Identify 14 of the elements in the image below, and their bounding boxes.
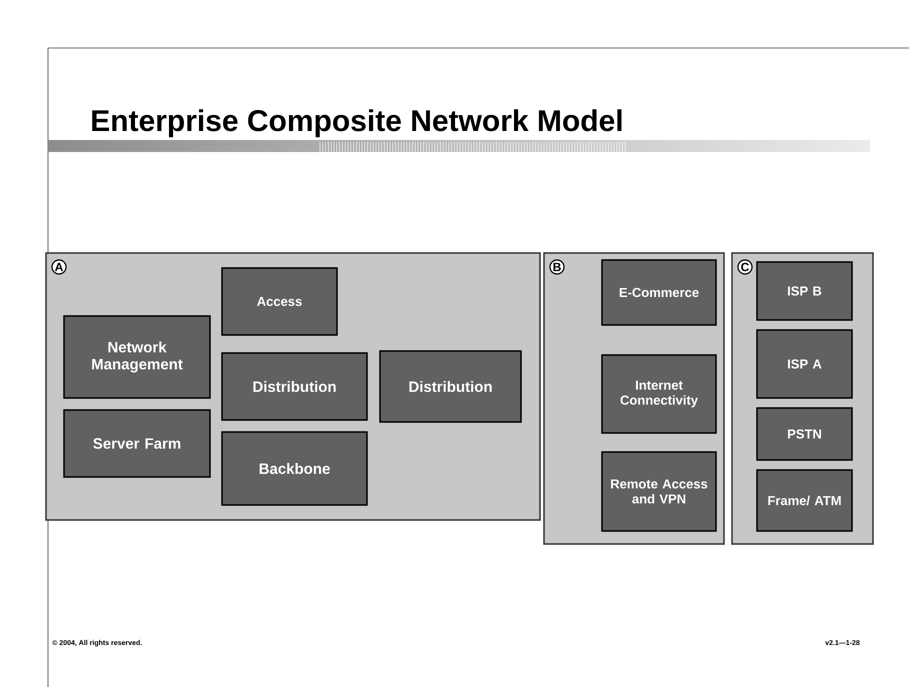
component-box: Server Farm [63, 409, 211, 478]
component-box: Remote Access and VPN [601, 451, 717, 532]
component-box: Distribution [379, 350, 522, 423]
component-box: Access [221, 267, 338, 336]
component-box: Distribution [221, 352, 368, 421]
component-box: ISP A [756, 329, 853, 399]
component-box: E-Commerce [601, 259, 717, 326]
component-box: ISP B [756, 261, 853, 321]
component-box: Network Management [63, 315, 211, 399]
component-box: Internet Connectivity [601, 354, 717, 434]
component-box: Backbone [221, 431, 368, 506]
component-box: PSTN [756, 407, 853, 461]
component-box: Frame/ ATM [756, 469, 853, 532]
title: Enterprise Composite Network Model [92, 109, 622, 138]
